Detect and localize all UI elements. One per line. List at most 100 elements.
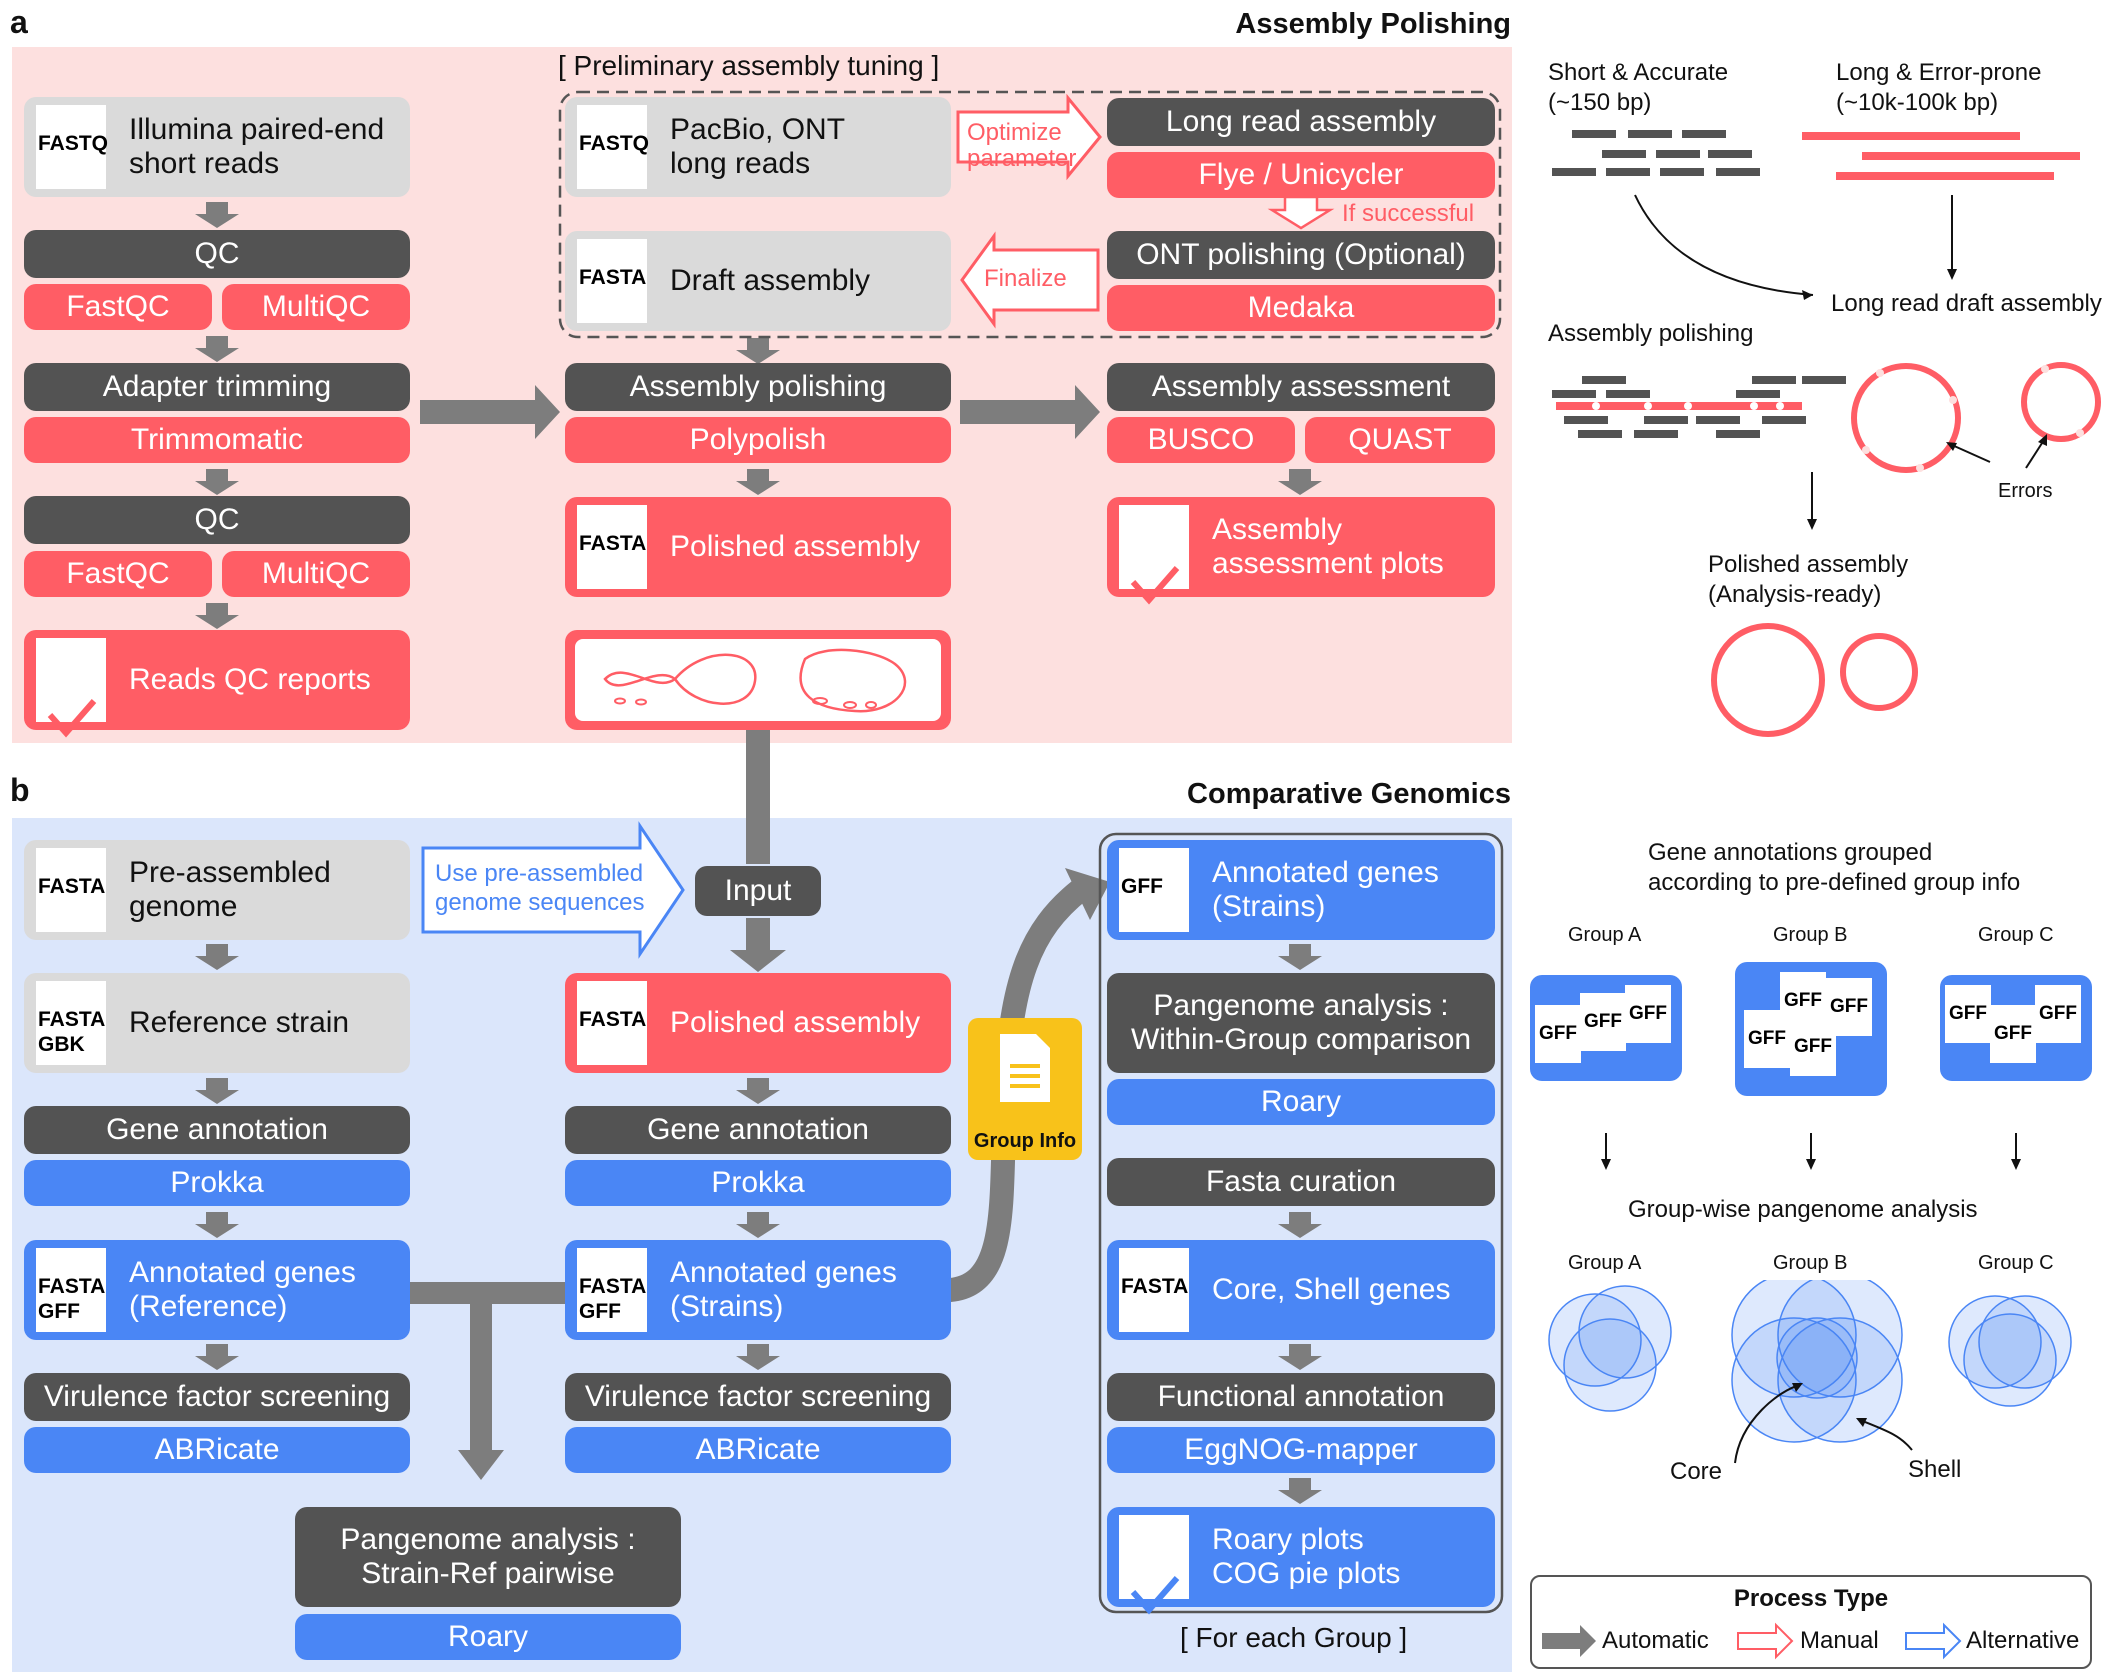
use-pre-arrow <box>421 821 685 959</box>
down-arrow <box>195 1212 239 1238</box>
down-arrow <box>1278 469 1322 495</box>
polish-tool: Polypolish <box>565 417 951 463</box>
grouped-label: Gene annotations grouped according to pr… <box>1648 839 2021 896</box>
draft-node: FASTA Draft assembly <box>565 231 951 331</box>
draft-label: Draft assembly <box>670 263 871 297</box>
arrow-polish-to-assess <box>960 385 1100 439</box>
vf-left-tool: ABRicate <box>24 1427 410 1473</box>
func-step: Functional annotation <box>1107 1373 1495 1421</box>
if-successful-arrow <box>1267 195 1335 230</box>
ont-polish-tool: Medaka <box>1107 285 1495 331</box>
annot-ref-label: Annotated genes (Reference) <box>129 1255 356 1324</box>
assess-quast: QUAST <box>1305 417 1495 463</box>
within-tool: Roary <box>1107 1079 1495 1125</box>
file-icon: GFF <box>1119 848 1189 932</box>
down-arrow <box>195 336 239 362</box>
reads-qc-node: Reads QC reports <box>24 630 410 738</box>
polish-step: Assembly polishing <box>565 363 951 411</box>
polished-node-b: FASTA Polished assembly <box>565 973 951 1073</box>
long-read-tool: Flye / Unicycler <box>1107 152 1495 198</box>
gff-file-icon: GFF <box>1790 1018 1836 1076</box>
down-arrow <box>1278 1344 1322 1370</box>
gff-file-icon: GFF <box>1625 985 1671 1043</box>
within-step: Pangenome analysis : Within-Group compar… <box>1107 973 1495 1073</box>
func-tool: EggNOG-mapper <box>1107 1427 1495 1473</box>
gff-file-icon: GFF <box>1945 985 1991 1043</box>
draft-assembly-label: Long read draft assembly <box>1831 290 2102 317</box>
annot-strains-node: FASTA GFF Annotated genes (Strains) <box>565 1240 951 1340</box>
panel-b-letter: b <box>10 772 30 808</box>
ont-polish-step: ONT polishing (Optional) <box>1107 231 1495 279</box>
panel-a-letter: a <box>10 4 28 40</box>
panel-a-title: Assembly Polishing <box>1235 8 1511 40</box>
gff-file-icon: GFF <box>1580 993 1626 1051</box>
preassembled-node: FASTA Pre-assembled genome <box>24 840 410 940</box>
gff-file-icon: GFF <box>2035 985 2081 1043</box>
polished-node-a: FASTA Polished assembly <box>565 497 951 597</box>
for-each-group-label: [ For each Group ] <box>1180 1622 1408 1653</box>
gene-ann-mid-step: Gene annotation <box>565 1106 951 1154</box>
gene-ann-mid-tool: Prokka <box>565 1160 951 1206</box>
errors-label: Errors <box>1998 480 2053 502</box>
qc1-fastqc: FastQC <box>24 284 212 330</box>
roary-plots-node: Roary plots COG pie plots <box>1107 1507 1495 1615</box>
optimize-label: Optimize parameter <box>967 119 1077 173</box>
legend-arrows <box>1542 1622 1962 1660</box>
legend-automatic: Automatic <box>1602 1627 1709 1654</box>
vf-mid-step: Virulence factor screening <box>565 1373 951 1421</box>
down-arrow <box>195 944 239 970</box>
gff-file-icon: GFF <box>1990 1005 2036 1063</box>
file-icon: FASTA <box>577 981 647 1065</box>
file-icon: FASTA <box>1119 1248 1189 1332</box>
vf-mid-tool: ABRicate <box>565 1427 951 1473</box>
gene-ann-left-tool: Prokka <box>24 1160 410 1206</box>
legend-alternative: Alternative <box>1966 1627 2080 1654</box>
pairwise-step: Pangenome analysis : Strain-Ref pairwise <box>295 1507 681 1607</box>
file-icon: FASTA <box>36 848 106 932</box>
document-icon <box>1000 1034 1050 1102</box>
venn-group-c-label: Group C <box>1978 1252 2054 1274</box>
group-down-arrows <box>1601 1133 2021 1170</box>
group-b-label: Group B <box>1773 924 1848 946</box>
file-icon: FASTQ <box>36 105 108 189</box>
check-document-icon <box>1119 505 1189 605</box>
file-icon: FASTQ <box>577 105 649 189</box>
file-icon: FASTA <box>577 239 647 323</box>
file-icon: FASTA GFF <box>577 1248 647 1332</box>
down-arrow <box>736 338 780 364</box>
groupwise-label: Group-wise pangenome analysis <box>1628 1196 1978 1223</box>
assess-plots-label: Assembly assessment plots <box>1212 512 1444 581</box>
right-annot-node: GFF Annotated genes (Strains) <box>1107 840 1495 940</box>
qc2-multiqc: MultiQC <box>222 551 410 597</box>
gff-file-icon: GFF <box>1744 1010 1790 1068</box>
down-arrow <box>195 469 239 495</box>
long-reads-label: Long & Error-prone (~10k-100k bp) <box>1836 59 2042 116</box>
qc1-multiqc: MultiQC <box>222 284 410 330</box>
assembly-graph-node <box>565 630 951 730</box>
long-read-step: Long read assembly <box>1107 98 1495 146</box>
core-shell-node: FASTA Core, Shell genes <box>1107 1240 1495 1340</box>
venn-diagrams <box>1548 1280 2072 1464</box>
if-successful-label: If successful <box>1342 200 1475 227</box>
polished-label-a: Polished assembly <box>670 529 921 563</box>
gff-file-icon: GFF <box>1535 1005 1581 1063</box>
gene-ann-left-step: Gene annotation <box>24 1106 410 1154</box>
fasta-curation-step: Fasta curation <box>1107 1158 1495 1206</box>
pacbio-label: PacBio, ONT long reads <box>670 112 846 181</box>
assess-plots-node: Assembly assessment plots <box>1107 497 1495 605</box>
pairwise-tool: Roary <box>295 1614 681 1660</box>
down-arrow <box>195 1344 239 1370</box>
group-info-label: Group Info <box>973 1130 1077 1152</box>
illumina-label: Illumina paired-end short reads <box>129 112 385 181</box>
vf-left-step: Virulence factor screening <box>24 1373 410 1421</box>
venn-group-a-label: Group A <box>1568 1252 1642 1274</box>
down-arrow <box>1278 944 1322 970</box>
down-arrow <box>1278 1478 1322 1504</box>
assess-step: Assembly assessment <box>1107 363 1495 411</box>
polished-label-b: Polished assembly <box>670 1005 921 1039</box>
pacbio-node: FASTQ PacBio, ONT long reads <box>565 97 951 197</box>
arrow-trim-to-polish <box>420 385 560 439</box>
down-arrow <box>736 1344 780 1370</box>
down-arrow <box>195 1078 239 1104</box>
